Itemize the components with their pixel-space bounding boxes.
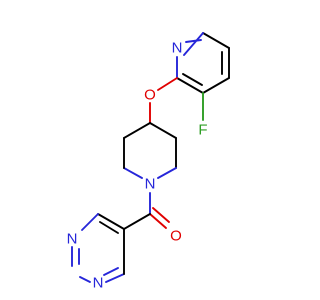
molecule-structure-diagram: N F O N O N N [67, 32, 230, 292]
bond-c-o [157, 77, 178, 91]
bond [176, 77, 204, 94]
bond [185, 39, 202, 43]
bond [123, 167, 143, 179]
pyrimidine-ring [71, 213, 125, 283]
atom-label-pyridine-n: N [172, 40, 183, 57]
bond [105, 273, 125, 283]
bond [202, 32, 230, 49]
bond [149, 122, 177, 139]
bond [183, 32, 204, 56]
pyridine-ring [176, 32, 230, 94]
bond-c-c [123, 213, 151, 230]
atom-label-pyrimidine-n-lower: N [93, 275, 104, 292]
atom-label-piperidine-n: N [145, 176, 156, 193]
bond-c-o-double-1 [149, 213, 167, 229]
piperidine-ring [123, 122, 177, 179]
atom-label-fluorine: F [198, 122, 207, 139]
bond [157, 167, 177, 179]
atom-label-pyrimidine-n-upper: N [67, 231, 78, 248]
atom-label-ether-oxygen: O [144, 87, 156, 104]
bond [202, 77, 230, 94]
bond [79, 276, 91, 283]
bond [123, 122, 151, 139]
bond [182, 73, 203, 86]
bond [103, 267, 119, 276]
bond [99, 221, 119, 234]
atom-label-carbonyl-oxygen: O [170, 228, 182, 245]
bond [81, 213, 99, 231]
bond-c-o-double-2 [152, 207, 170, 223]
bond [97, 213, 125, 230]
